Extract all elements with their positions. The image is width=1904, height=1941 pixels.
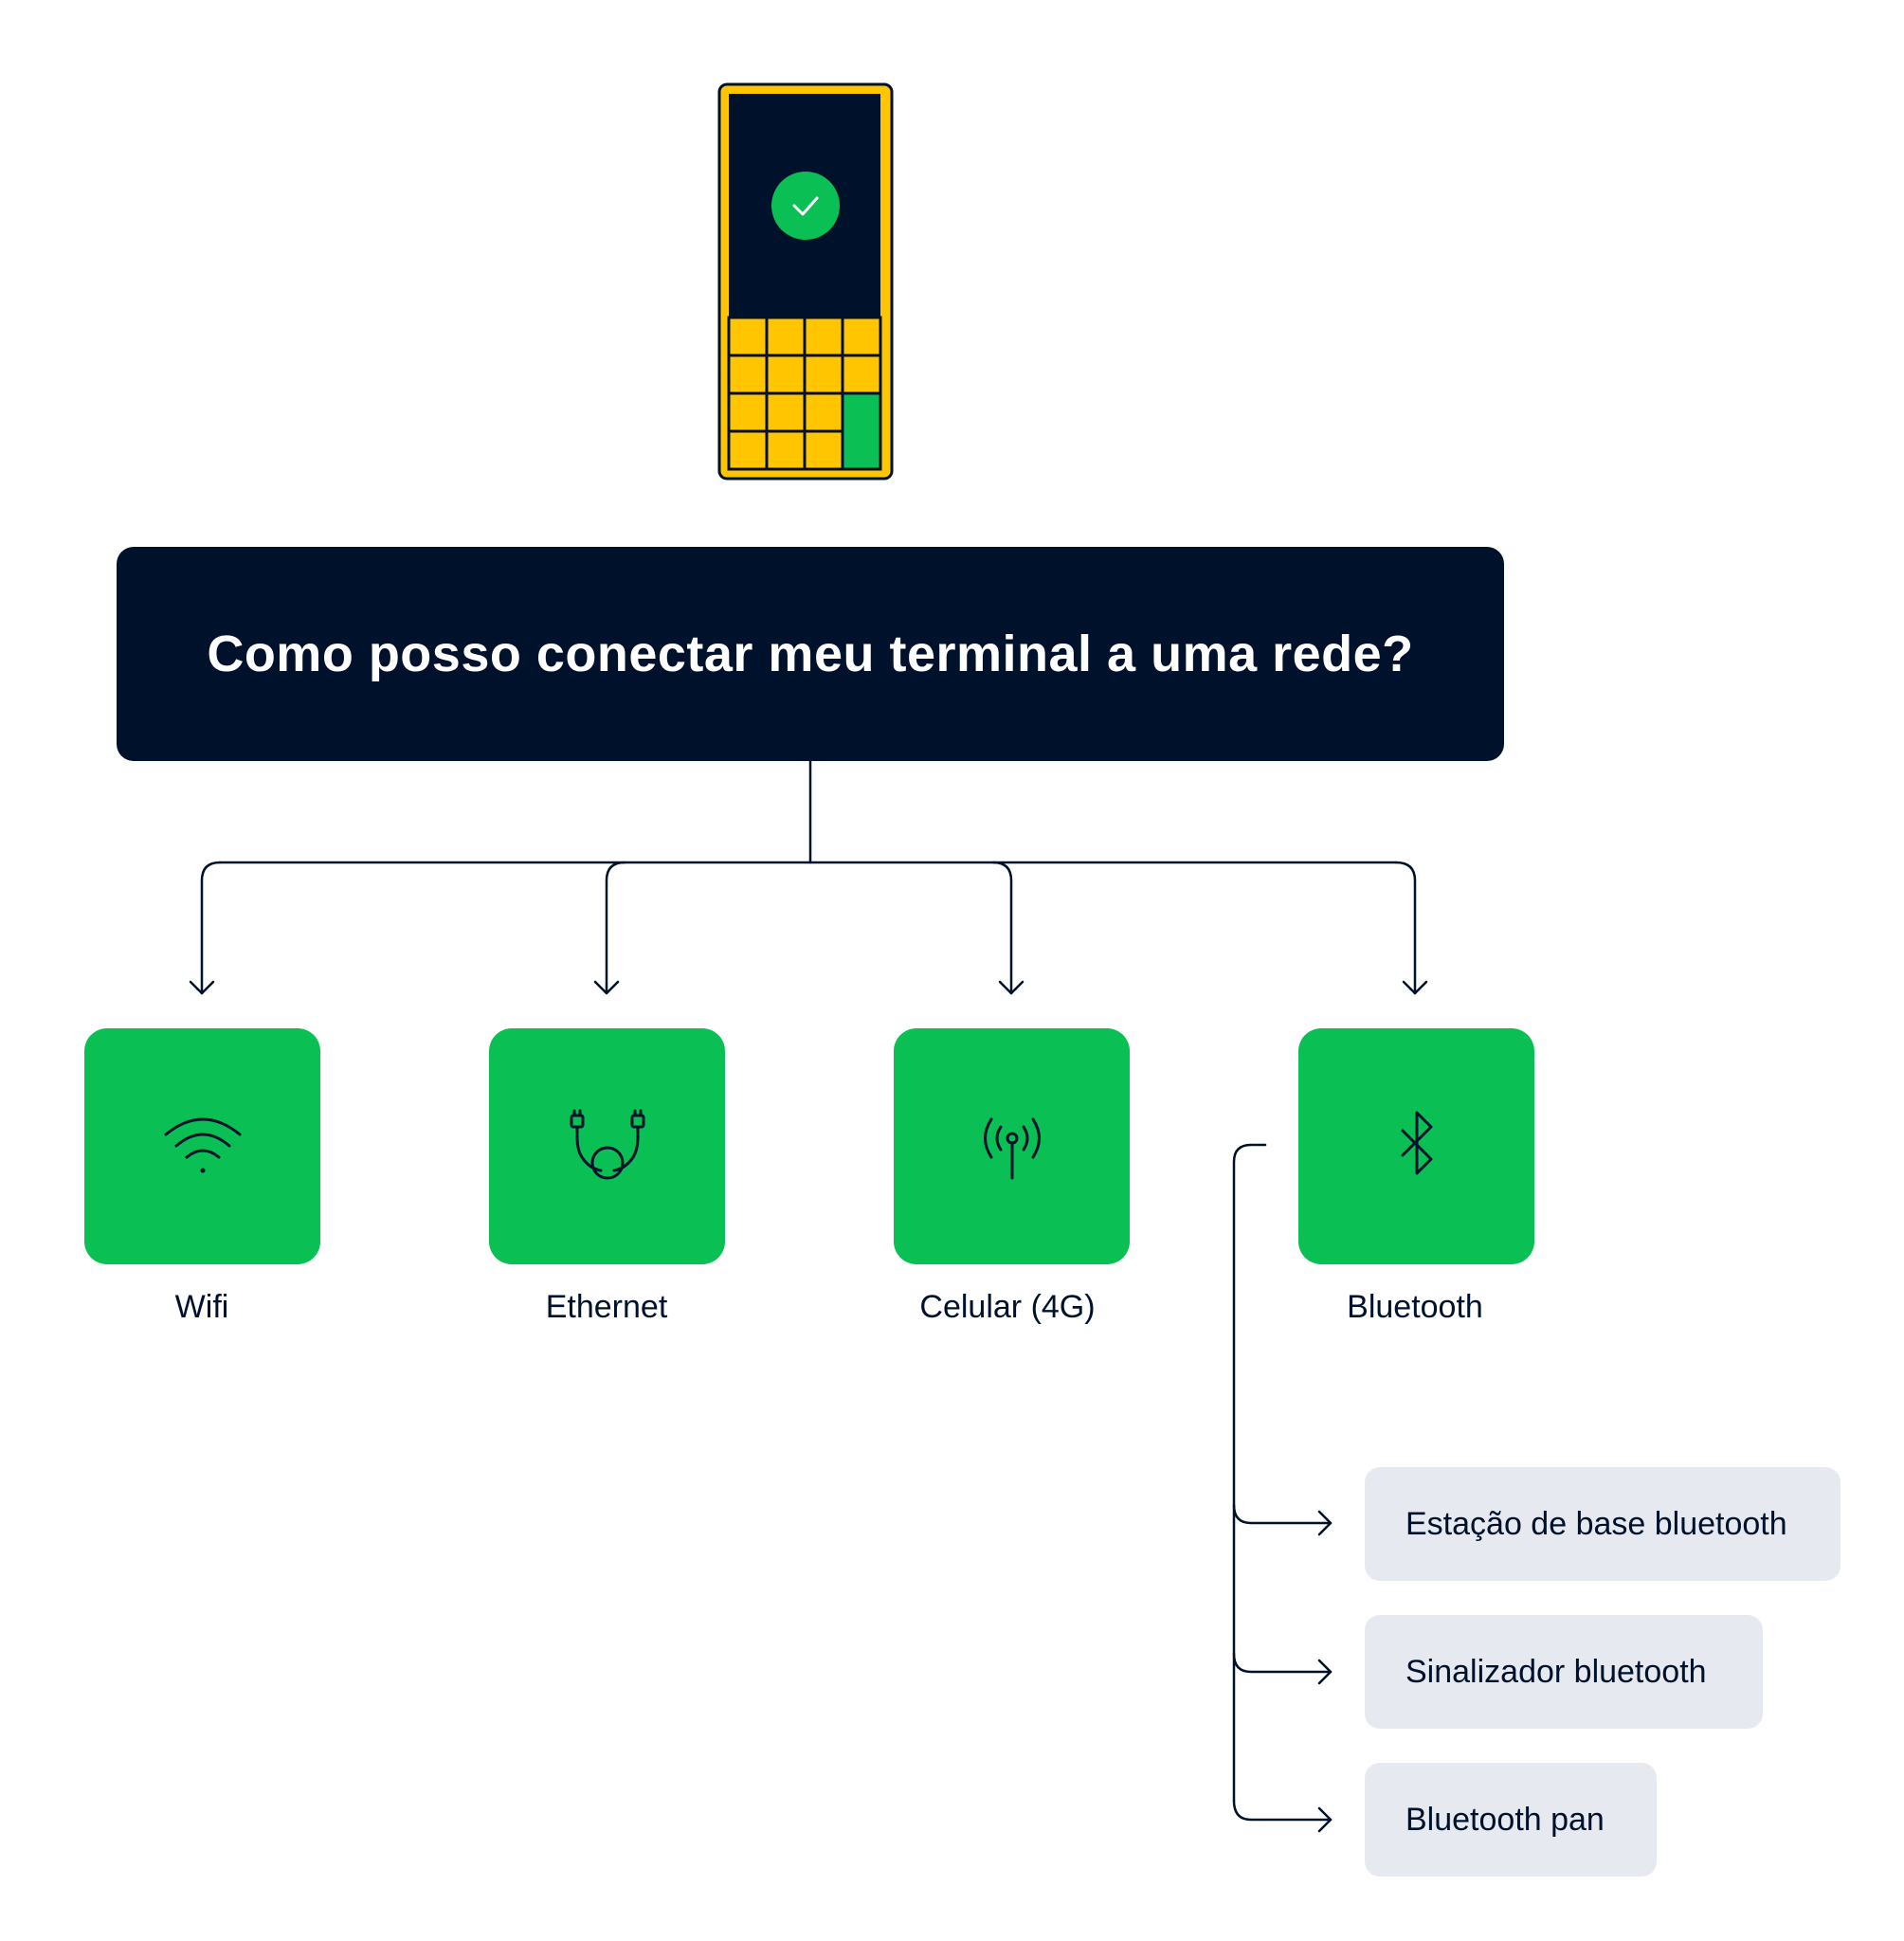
option-label-bluetooth: Bluetooth bbox=[1347, 1289, 1483, 1325]
option-label-wifi: Wifi bbox=[174, 1289, 229, 1325]
sub-option-bluetooth-pan: Bluetooth pan bbox=[1365, 1763, 1657, 1877]
option-card-cellular bbox=[894, 1028, 1130, 1264]
ethernet-cable-icon bbox=[570, 1109, 644, 1179]
terminal-enter-key bbox=[843, 394, 879, 468]
checkmark-icon bbox=[771, 172, 840, 240]
connector-wifi bbox=[200, 861, 222, 995]
option-card-bluetooth bbox=[1298, 1028, 1534, 1264]
connector-ethernet bbox=[605, 861, 626, 995]
sub-option-label: Bluetooth pan bbox=[1405, 1801, 1605, 1838]
arrowhead-cellular bbox=[998, 980, 1025, 995]
cellular-antenna-icon bbox=[983, 1117, 1041, 1179]
connector-sub-3 bbox=[1232, 1799, 1333, 1822]
connector-cellular bbox=[991, 861, 1013, 995]
option-card-ethernet bbox=[489, 1028, 725, 1264]
connector-sub-2 bbox=[1232, 1652, 1333, 1674]
connector-bluetooth bbox=[1394, 861, 1417, 995]
option-card-wifi bbox=[84, 1028, 320, 1264]
option-label-ethernet: Ethernet bbox=[545, 1289, 668, 1325]
question-title: Como posso conectar meu terminal a uma r… bbox=[207, 626, 1414, 682]
payment-terminal-icon bbox=[717, 82, 894, 481]
arrowhead-sub-3 bbox=[1317, 1806, 1333, 1833]
bluetooth-sub-bracket bbox=[1232, 1143, 1267, 1803]
question-header: Como posso conectar meu terminal a uma r… bbox=[117, 547, 1504, 761]
arrowhead-bluetooth bbox=[1402, 980, 1428, 995]
sub-option-label: Sinalizador bluetooth bbox=[1405, 1653, 1707, 1690]
connector-sub-1 bbox=[1232, 1503, 1333, 1525]
arrowhead-sub-1 bbox=[1317, 1510, 1333, 1536]
sub-option-label: Estação de base bluetooth bbox=[1405, 1505, 1787, 1542]
option-label-cellular: Celular (4G) bbox=[919, 1289, 1096, 1325]
sub-option-bluetooth-base-station: Estação de base bluetooth bbox=[1365, 1467, 1841, 1581]
bluetooth-icon bbox=[1401, 1111, 1432, 1174]
sub-option-bluetooth-beacon: Sinalizador bluetooth bbox=[1365, 1615, 1763, 1729]
arrowhead-ethernet bbox=[593, 980, 620, 995]
wifi-icon bbox=[164, 1117, 241, 1172]
arrowhead-wifi bbox=[189, 980, 215, 995]
arrowhead-sub-2 bbox=[1317, 1659, 1333, 1685]
